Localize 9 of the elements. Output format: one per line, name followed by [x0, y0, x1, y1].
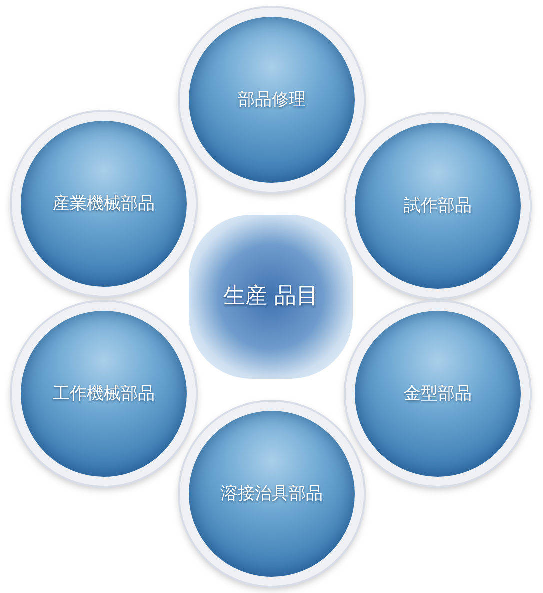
circle-node	[180, 8, 364, 192]
node-label: 工作機械部品	[52, 382, 156, 406]
node-label: 部品修理	[237, 88, 307, 112]
node-label: 産業機械部品	[52, 192, 156, 216]
node-label: 溶接治具部品	[220, 482, 324, 506]
node-label: 試作部品	[403, 194, 473, 218]
node-label: 生産 品目	[222, 282, 320, 311]
node-label: 金型部品	[403, 382, 473, 406]
center-glow-shape	[189, 215, 353, 379]
